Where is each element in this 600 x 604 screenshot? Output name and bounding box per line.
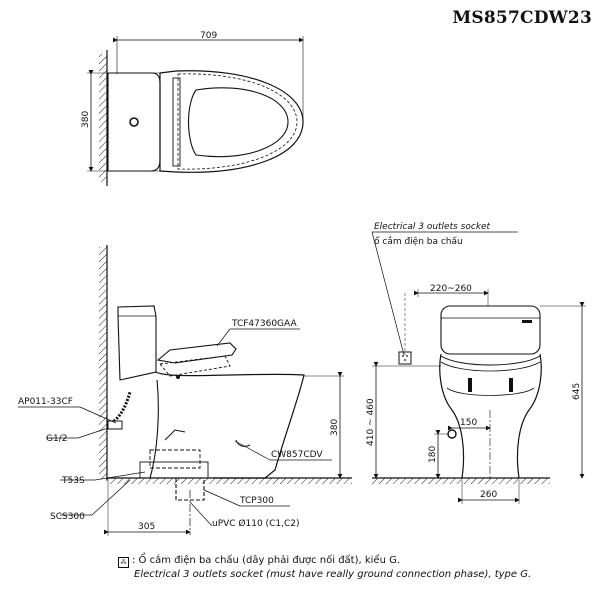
top-depth-dim: 380 xyxy=(81,111,91,128)
wall-hatch-side xyxy=(99,247,107,479)
tank-side xyxy=(117,305,157,381)
front-view: Electrical 3 outlets socket ổ cắm điện b… xyxy=(366,222,586,504)
socket-note-vi: ổ cắm điện ba chấu xyxy=(374,236,463,247)
seat-code-label: TCF47360GAA xyxy=(231,319,297,329)
tank-outline-top xyxy=(107,72,161,172)
bowl-front-right xyxy=(516,353,542,479)
washlet-seat-side xyxy=(156,342,237,364)
flange-code-label: T53S xyxy=(61,476,85,486)
pipe-label: uPVC Ø110 (C1,C2) xyxy=(212,518,299,529)
height-range-dim: 410 ~ 460 xyxy=(366,398,376,446)
bowl-code-label: CW857CDV xyxy=(271,450,323,460)
flush-button-top xyxy=(129,117,139,127)
supply-hose xyxy=(107,391,132,427)
thread-label: G1/2 xyxy=(46,434,67,444)
top-view: 709 380 xyxy=(81,31,304,186)
footnote-en: Electrical 3 outlets socket (must have r… xyxy=(134,569,532,580)
bowl-outline-top xyxy=(159,70,304,173)
tank-front xyxy=(440,305,541,355)
footnote-vi: : Ổ cắm điện ba chấu (dây phải được nối … xyxy=(132,555,401,566)
side-view: TCF47360GAA CW857CDV TCP300 uPVC Ø110 (C… xyxy=(18,245,352,536)
socket-symbol xyxy=(398,351,412,365)
wall-offset-dim: 305 xyxy=(138,522,155,532)
inlet-height-dim: 180 xyxy=(428,446,438,463)
seat-opening-top xyxy=(188,87,289,158)
bowl-front-left xyxy=(439,353,465,479)
model-number: MS857CDW23 xyxy=(452,8,592,28)
base-width-dim: 260 xyxy=(480,490,497,500)
socket-note-en: Electrical 3 outlets socket xyxy=(374,222,491,232)
footnote: ⁂: Ổ cắm điện ba chấu (dây phải được nối… xyxy=(118,554,531,582)
valve-code-label: AP011-33CF xyxy=(18,397,73,407)
top-width-dim: 709 xyxy=(200,31,217,41)
wall-hatch-top xyxy=(99,54,107,182)
seal-code-label: SCS300 xyxy=(50,512,85,522)
seat-height-dim: 380 xyxy=(330,419,340,436)
drain-code-label: TCP300 xyxy=(239,496,274,506)
angle-valve xyxy=(107,420,123,430)
inlet-offset-dim: 150 xyxy=(460,418,477,428)
inlet-front xyxy=(447,429,457,439)
floor-hatch-side xyxy=(106,478,352,484)
total-height-dim: 645 xyxy=(572,383,582,400)
bowl-side xyxy=(155,371,305,479)
socket-icon: ⁂ xyxy=(118,557,129,568)
floor-hatch-front xyxy=(372,478,550,484)
socket-range-dim: 220~260 xyxy=(430,284,472,294)
